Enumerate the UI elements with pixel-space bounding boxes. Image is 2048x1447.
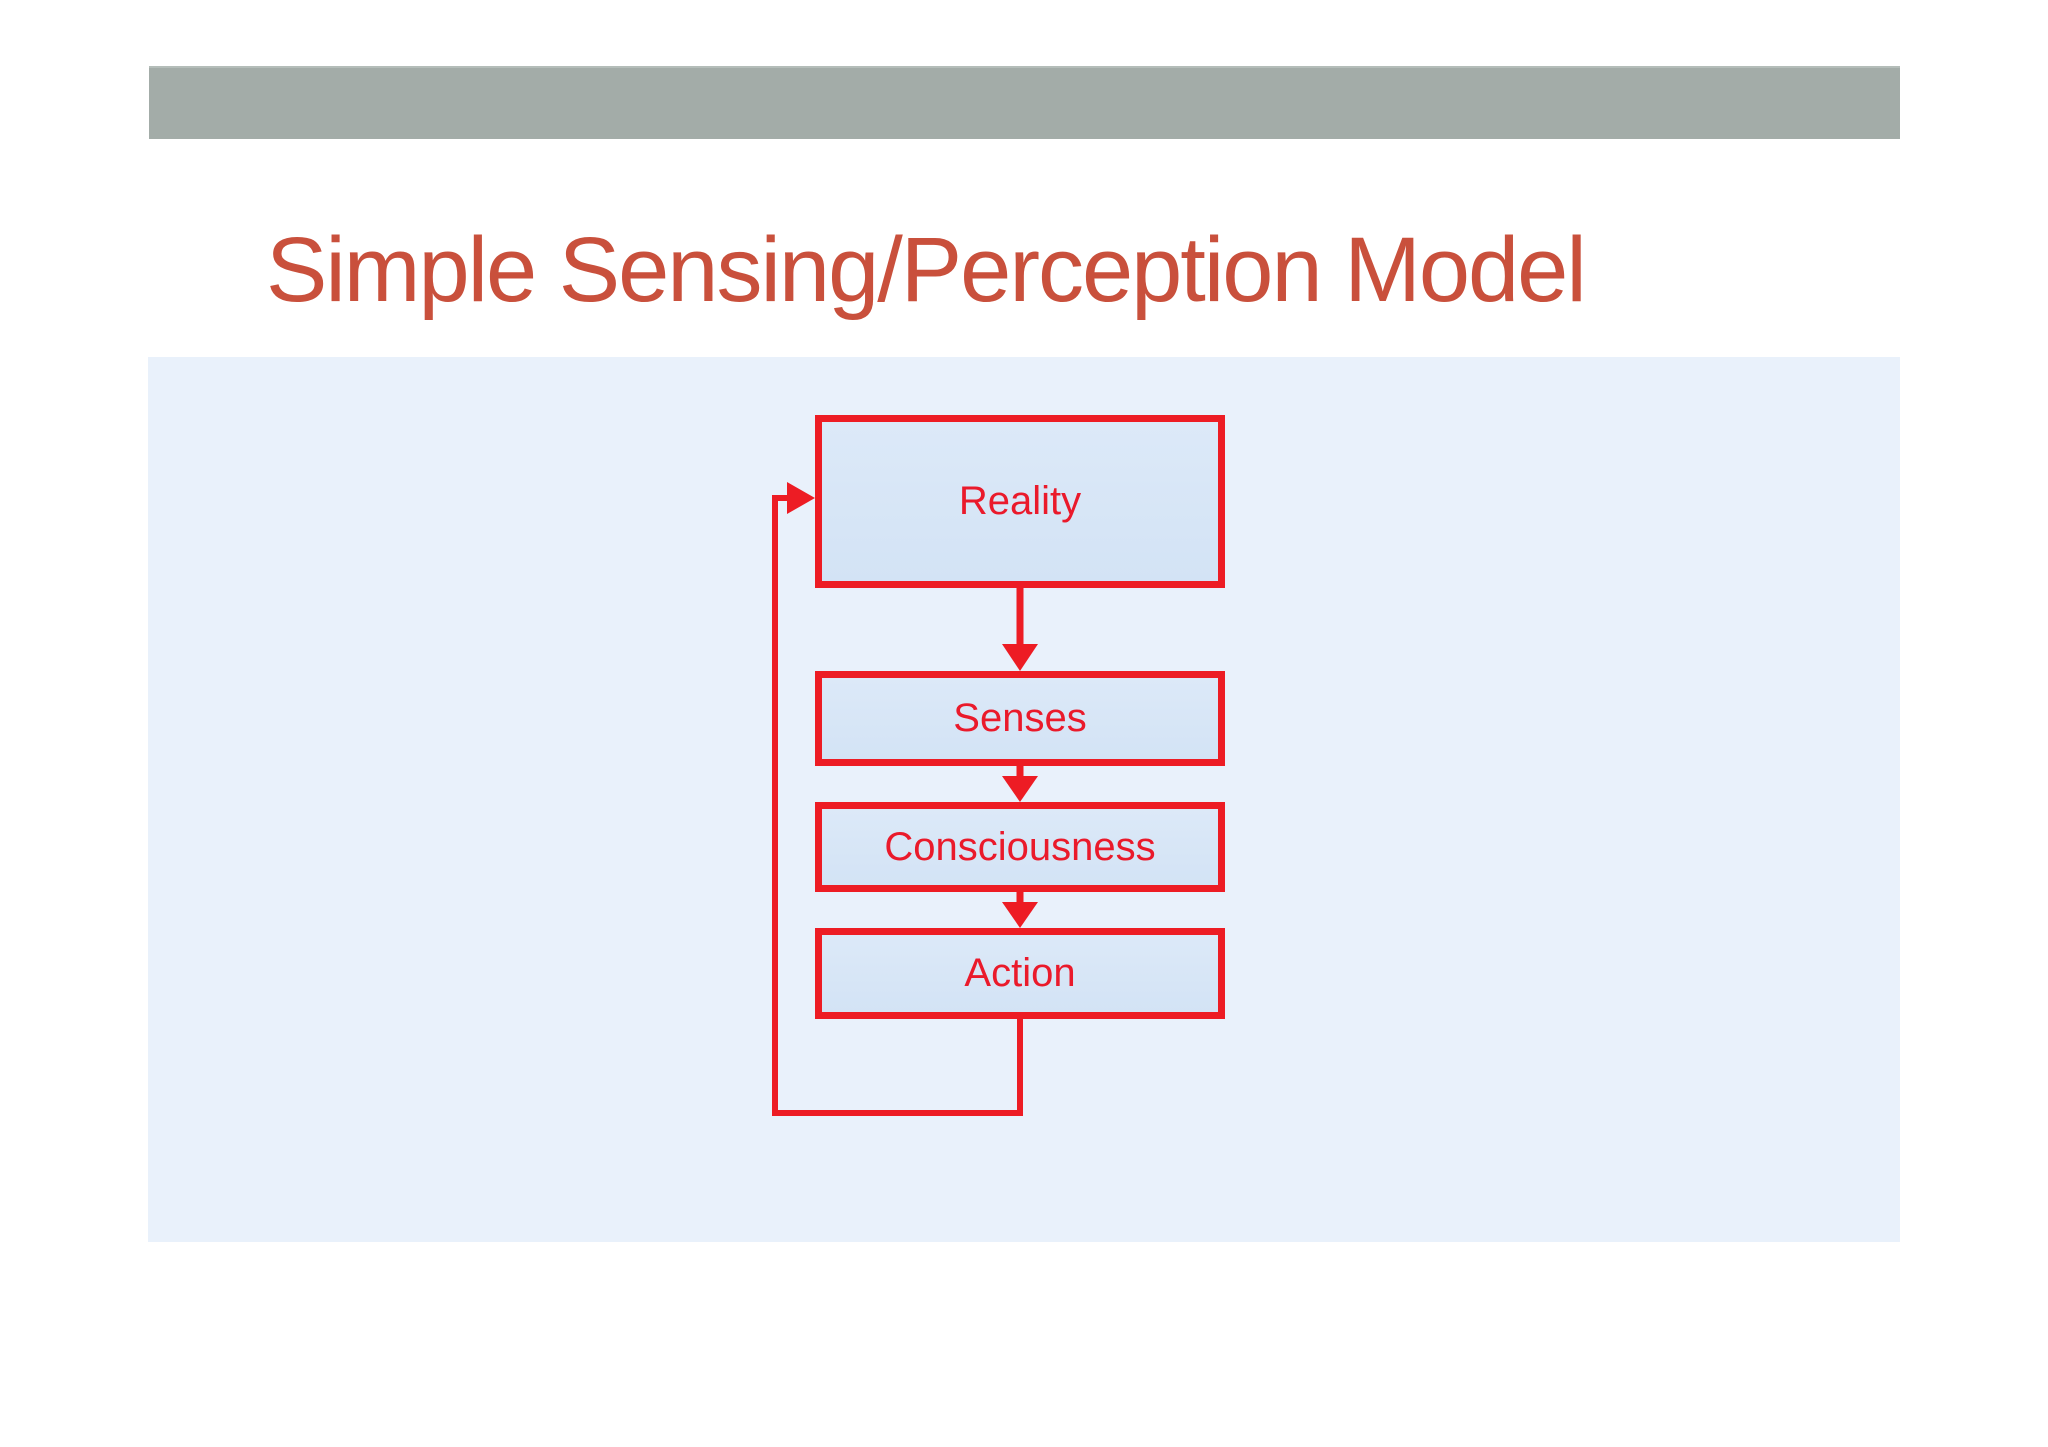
top-accent-bar <box>149 66 1900 139</box>
flow-box-reality-label: Reality <box>958 479 1082 523</box>
arrow-action-to-reality-feedback-loop <box>772 482 1023 1116</box>
flow-box-consciousness: Consciousness <box>815 802 1225 892</box>
flow-connector-layer <box>772 482 1038 1116</box>
arrow-reality-to-senses <box>1002 588 1038 671</box>
arrow-consciousness-to-action <box>1002 892 1038 928</box>
flow-box-senses-label: Senses <box>953 696 1087 740</box>
flow-box-reality: Reality <box>815 415 1225 588</box>
slide-title: Simple Sensing/Perception Model <box>266 219 1587 321</box>
flow-box-consciousness-label: Consciousness <box>884 824 1156 869</box>
flow-box-senses: Senses <box>815 671 1225 766</box>
arrow-senses-to-consciousness <box>1002 766 1038 802</box>
flow-box-action: Action <box>815 928 1225 1019</box>
flow-box-action-label: Action <box>964 951 1076 995</box>
content-panel: Reality Senses Consciousness Action <box>148 357 1900 1242</box>
